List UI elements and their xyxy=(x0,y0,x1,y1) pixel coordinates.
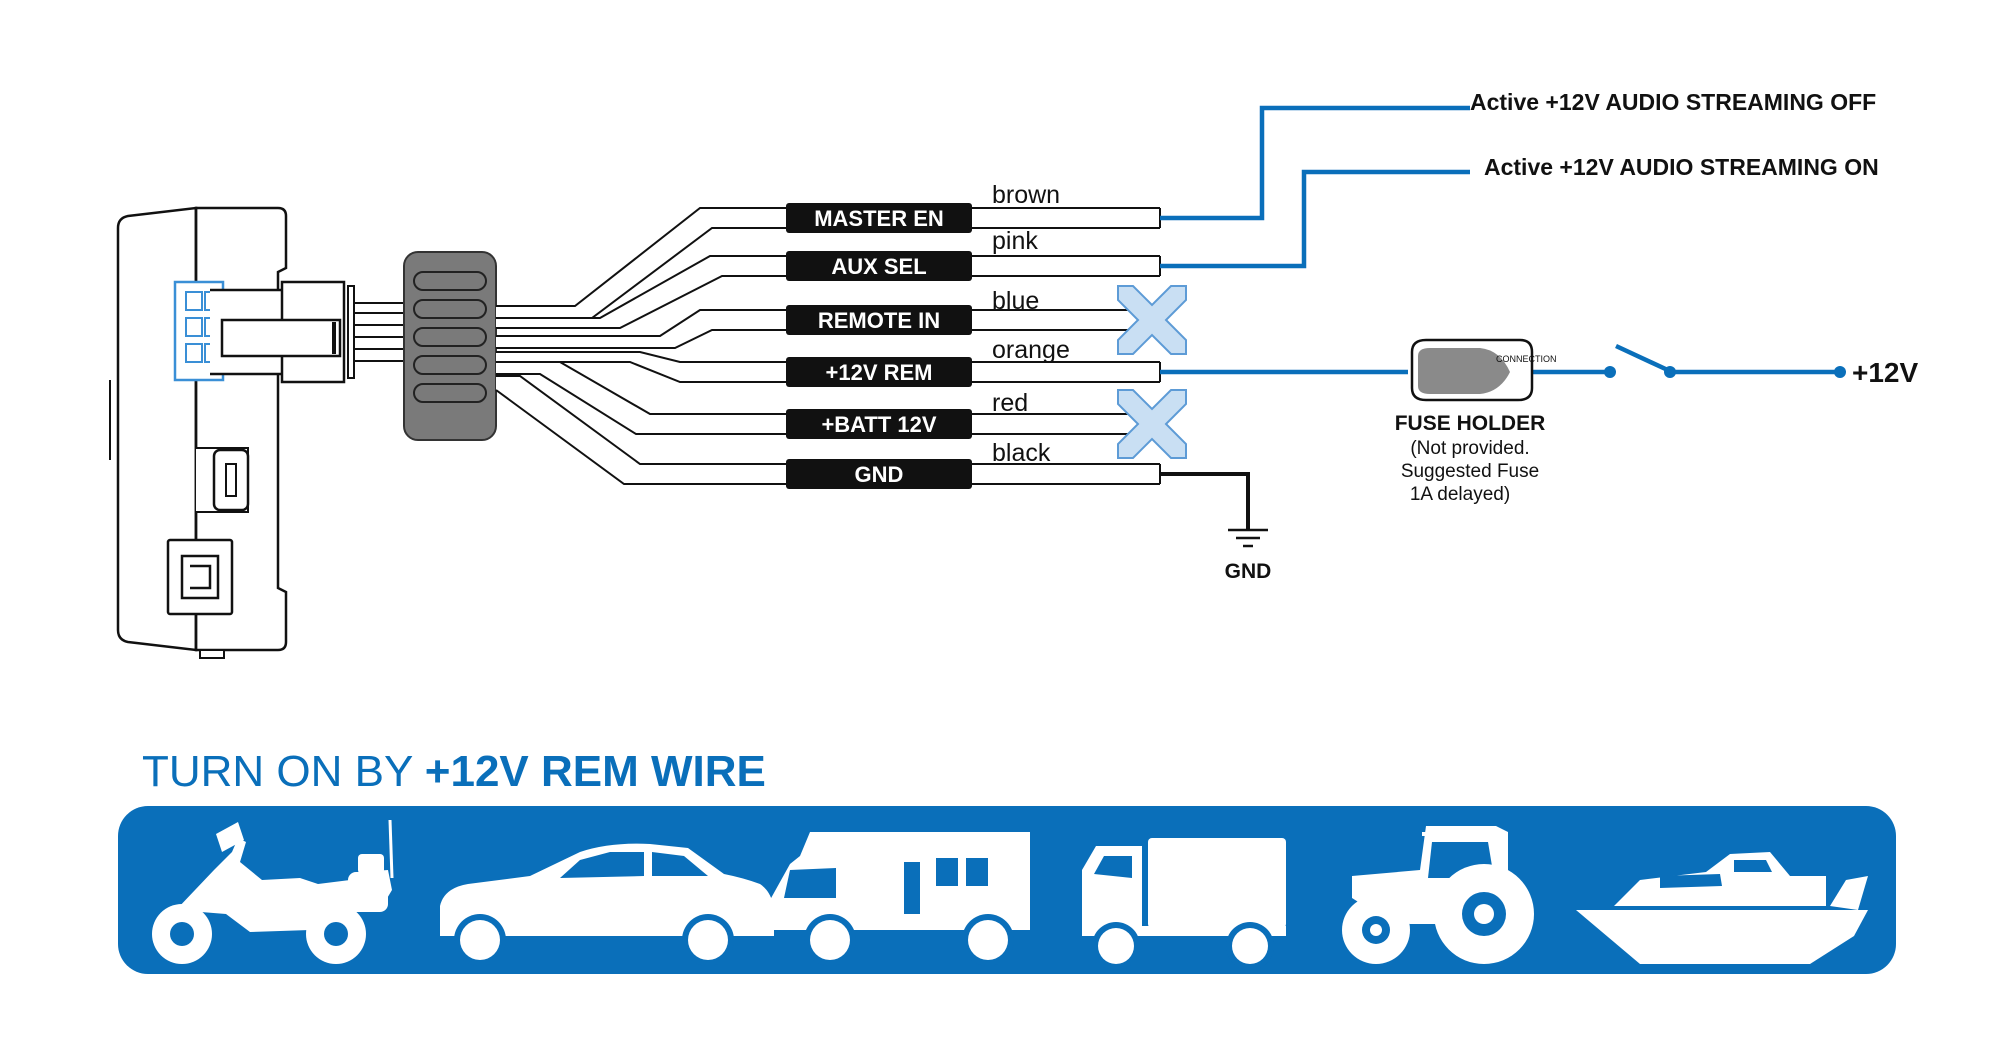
wire-color-pink: pink xyxy=(992,227,1038,255)
wire-plug xyxy=(210,280,355,384)
not-connected-cross-icon xyxy=(1117,285,1187,355)
tractor-icon xyxy=(1342,826,1534,964)
output-streaming-off: Active +12V AUDIO STREAMING OFF xyxy=(1470,89,1876,115)
streaming-output-lines xyxy=(1160,105,1846,378)
wire-color-red: red xyxy=(992,389,1028,417)
usb-port-icon xyxy=(196,447,250,513)
not-connected-cross-icon xyxy=(1117,389,1187,459)
wire-bundle xyxy=(354,302,408,362)
wire-label-text: GND xyxy=(855,462,904,487)
banner-title: TURN ON BY +12V REM WIRE xyxy=(142,747,766,796)
wire-label-12v-rem: +12V REM xyxy=(786,357,972,387)
supply-label: +12V xyxy=(1852,357,1918,388)
wire-label-remote-in: REMOTE IN xyxy=(786,305,972,335)
ground-label: GND xyxy=(1225,560,1272,583)
motorcycle-icon xyxy=(152,819,394,964)
wire-color-orange: orange xyxy=(992,336,1070,364)
wire-label-text: MASTER EN xyxy=(814,206,944,231)
wire-label-text: +12V REM xyxy=(826,360,933,385)
wire-color-brown: brown xyxy=(992,181,1060,209)
wire-label-text: REMOTE IN xyxy=(818,308,940,333)
wire-color-black: black xyxy=(992,439,1051,467)
fuse-title: FUSE HOLDER xyxy=(1395,412,1546,435)
output-streaming-on: Active +12V AUDIO STREAMING ON xyxy=(1484,154,1879,180)
fuse-holder: CONNECTION xyxy=(1410,338,1557,402)
wire-label-text: +BATT 12V xyxy=(821,412,936,437)
truck-icon xyxy=(1082,838,1286,970)
fuse-note-line-2: Suggested Fuse xyxy=(1401,461,1539,482)
wire-label-gnd: GND xyxy=(786,459,972,489)
supply-terminal xyxy=(1834,366,1846,378)
wire-color-blue: blue xyxy=(992,287,1039,315)
fuse-note-line-3: 1A delayed) xyxy=(1410,484,1510,505)
cable-grommet xyxy=(403,251,497,441)
wire-label-batt-12v: +BATT 12V xyxy=(786,409,972,439)
wire-label-text: AUX SEL xyxy=(831,254,926,279)
car-icon xyxy=(440,843,774,966)
wire-label-aux-sel: AUX SEL xyxy=(786,251,972,281)
camper-icon xyxy=(770,832,1030,966)
banner-title-prefix: TURN ON BY xyxy=(142,747,425,796)
fuse-brand: CONNECTION xyxy=(1496,354,1557,364)
switch-terminal xyxy=(1604,366,1616,378)
wire-label-master-en: MASTER EN xyxy=(786,203,972,233)
boat-icon xyxy=(1576,852,1868,964)
fuse-note-line-1: (Not provided. xyxy=(1410,438,1529,459)
banner-title-emphasis: +12V REM WIRE xyxy=(425,747,766,796)
optical-port-icon xyxy=(166,538,234,616)
ground-connection xyxy=(1160,472,1268,548)
switch-terminal xyxy=(1664,366,1676,378)
amplifier-device xyxy=(109,206,355,659)
